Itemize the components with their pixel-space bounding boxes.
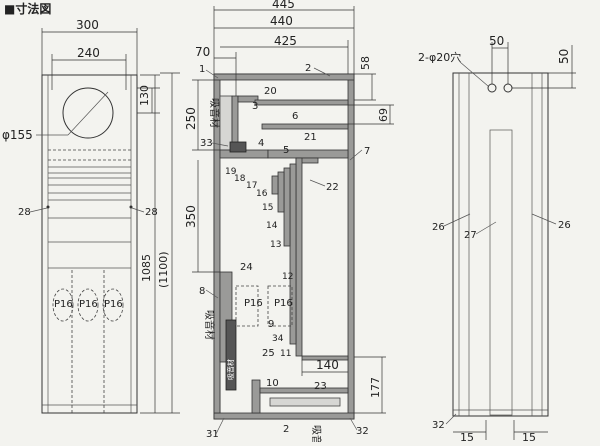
drawing-title: ■寸法図 xyxy=(4,1,51,16)
back-dim-15-left: 15 xyxy=(460,431,474,442)
hole-2 xyxy=(503,83,513,93)
side-dim-350: 350 xyxy=(184,205,198,228)
back-holes-label: 2-φ20穴 xyxy=(418,50,461,64)
part-25: 25 xyxy=(262,348,275,359)
front-dim-1100: (1100) xyxy=(157,251,170,288)
back-part-26-left: 26 xyxy=(432,222,445,233)
part-12: 12 xyxy=(282,272,293,282)
part-1: 1 xyxy=(199,64,205,75)
side-dim-250: 250 xyxy=(184,107,198,130)
side-dim-140: 140 xyxy=(316,358,339,372)
back-dim-50-top: 50 xyxy=(489,34,504,48)
front-dim-300: 300 xyxy=(76,18,99,32)
part-17: 17 xyxy=(246,181,257,191)
front-dim-phi155: φ155 xyxy=(2,128,33,142)
part-2-top: 2 xyxy=(305,63,311,74)
back-part-27: 27 xyxy=(464,230,477,241)
part-3: 3 xyxy=(252,101,258,112)
part-14: 14 xyxy=(266,221,278,231)
back-part-26-right: 26 xyxy=(558,220,571,231)
absorb-label-bot: 吸音 xyxy=(310,425,323,442)
part-6: 6 xyxy=(292,111,298,122)
side-dim-70: 70 xyxy=(195,45,210,59)
part-2-bottom: 2 xyxy=(283,424,289,435)
part-8: 8 xyxy=(199,286,205,297)
part-31: 31 xyxy=(206,429,219,440)
front-part-28-right: 28 xyxy=(145,207,158,218)
part-23: 23 xyxy=(314,381,327,392)
part-10: 10 xyxy=(266,378,279,389)
part-34: 34 xyxy=(272,334,284,344)
part-32: 32 xyxy=(356,426,369,437)
side-dim-445: 445 xyxy=(272,0,295,11)
side-dim-69: 69 xyxy=(377,108,390,122)
part-18: 18 xyxy=(234,174,246,184)
back-slot xyxy=(489,129,513,416)
front-dim-130: 130 xyxy=(138,85,151,106)
back-dim-50-right: 50 xyxy=(557,49,571,64)
back-dim-15-right: 15 xyxy=(522,431,536,442)
part-16: 16 xyxy=(256,189,268,199)
part-11: 11 xyxy=(280,349,291,359)
front-outline xyxy=(41,74,138,414)
part-20: 20 xyxy=(264,86,277,97)
absorber-bottom-tag xyxy=(225,319,237,391)
part-24: 24 xyxy=(240,262,253,273)
absorb-label-top: 吸音材 xyxy=(208,98,221,128)
part-7: 7 xyxy=(364,146,370,157)
side-dim-425: 425 xyxy=(274,34,297,48)
part-4: 4 xyxy=(258,138,264,149)
side-p16-1: P16 xyxy=(244,298,263,309)
front-p16-2: P16 xyxy=(79,299,98,310)
part-13: 13 xyxy=(270,240,281,250)
part-9: 9 xyxy=(268,319,274,330)
front-dim-240: 240 xyxy=(77,46,100,60)
part-19: 19 xyxy=(225,167,237,177)
absorb-label-mid: 吸音材 xyxy=(203,310,216,340)
part-5: 5 xyxy=(283,145,289,156)
part-21: 21 xyxy=(304,132,317,143)
side-dim-58: 58 xyxy=(359,56,372,70)
back-part-32: 32 xyxy=(432,420,445,431)
side-dim-177: 177 xyxy=(369,377,382,398)
side-section-view: 吸音材 P16 P16 吸音材 吸音材 吸音 1 2 3 20 6 21 33 … xyxy=(184,0,394,445)
front-p16-1: P16 xyxy=(54,299,73,310)
part-33: 33 xyxy=(200,138,213,149)
part-22: 22 xyxy=(326,182,339,193)
part-15: 15 xyxy=(262,203,273,213)
absorber-tag-text: 吸音材 xyxy=(226,359,235,380)
front-p16-3: P16 xyxy=(104,299,123,310)
front-view: P16 P16 P16 28 28 300 240 130 φ155 1085 … xyxy=(2,18,180,414)
side-dim-440: 440 xyxy=(270,14,293,28)
back-view: 2-φ20穴 50 50 26 27 26 32 15 15 xyxy=(418,34,576,444)
woofer-hole xyxy=(62,87,114,139)
front-part-28-left: 28 xyxy=(18,207,31,218)
side-p16-2: P16 xyxy=(274,298,293,309)
front-dim-1085: 1085 xyxy=(140,254,153,282)
hole-1 xyxy=(487,83,497,93)
back-outline xyxy=(452,72,549,417)
